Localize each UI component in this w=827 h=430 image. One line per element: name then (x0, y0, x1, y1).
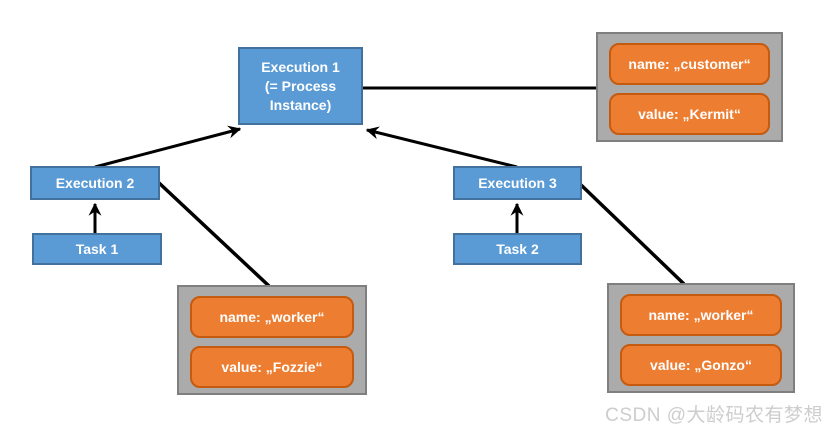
variable-group-execution-2: name: „worker“ value: „Fozzie“ (177, 285, 367, 395)
node-task-1: Task 1 (32, 233, 162, 265)
node-task-1-label: Task 1 (75, 240, 119, 257)
node-execution-1-subtitle: (= Process Instance) (264, 77, 337, 113)
node-execution-1-title: Execution 1 (261, 58, 340, 75)
node-task-2-label: Task 2 (496, 240, 539, 257)
variable-name-worker-gonzo: name: „worker“ (620, 294, 782, 336)
connector-execution3-to-gonzo-variables (578, 182, 686, 286)
variable-name-customer: name: „customer“ (609, 43, 770, 85)
node-execution-2-label: Execution 2 (55, 174, 135, 191)
node-task-2: Task 2 (453, 233, 582, 265)
csdn-watermark: CSDN @大龄码农有梦想 (605, 405, 823, 426)
node-execution-3: Execution 3 (453, 166, 582, 200)
variable-group-process-instance: name: „customer“ value: „Kermit“ (596, 32, 783, 142)
node-execution-1: Execution 1 (= Process Instance) (238, 47, 363, 125)
variable-value-fozzie: value: „Fozzie“ (190, 346, 354, 388)
variable-name-worker-fozzie: name: „worker“ (190, 296, 354, 338)
node-execution-3-label: Execution 3 (478, 174, 557, 191)
connector-execution3-to-execution1 (365, 126, 518, 169)
variable-value-gonzo: value: „Gonzo“ (620, 344, 782, 386)
node-execution-2: Execution 2 (30, 166, 160, 200)
variable-value-kermit: value: „Kermit“ (609, 93, 770, 135)
connector-execution2-to-execution1 (94, 125, 242, 169)
variable-group-execution-3: name: „worker“ value: „Gonzo“ (607, 283, 795, 393)
connector-execution2-to-fozzie-variables (156, 180, 271, 288)
